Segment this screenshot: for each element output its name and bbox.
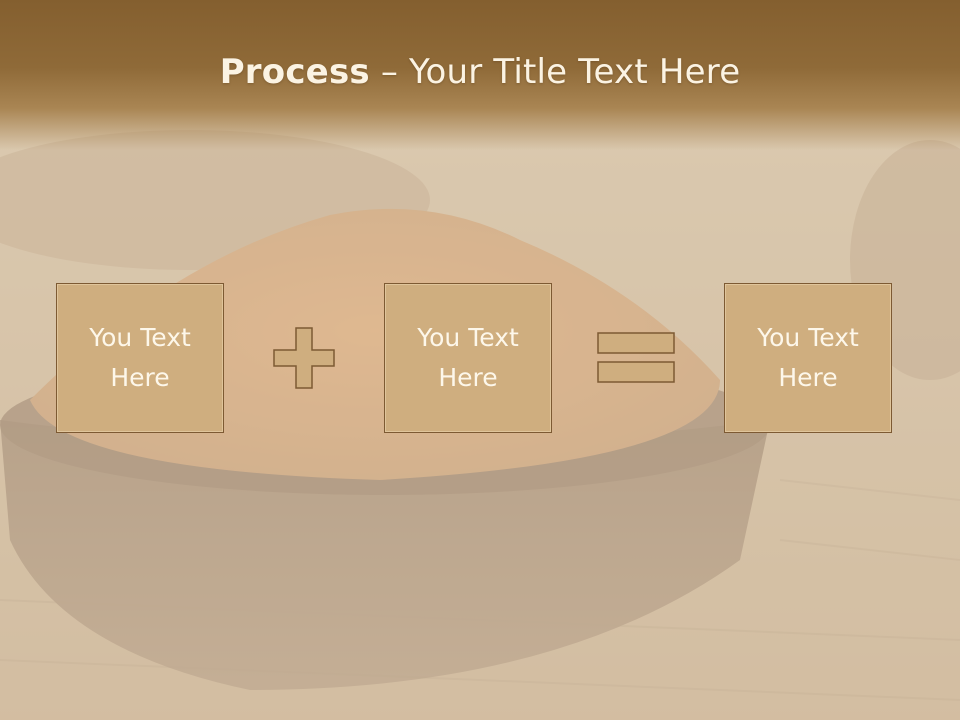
title-rest: – Your Title Text Here — [369, 52, 741, 92]
process-box-label: You Text Here — [417, 323, 519, 392]
process-box-label: You Text Here — [89, 323, 191, 392]
title-bold: Process — [219, 52, 370, 92]
slide-title: Process – Your Title Text Here — [0, 52, 960, 92]
process-box-3[interactable]: You Text Here — [724, 283, 892, 433]
process-box-label: You Text Here — [757, 323, 859, 392]
plus-icon — [273, 327, 335, 389]
process-box-2[interactable]: You Text Here — [384, 283, 552, 433]
header-band — [0, 0, 960, 150]
equals-icon — [597, 332, 677, 384]
process-box-1[interactable]: You Text Here — [56, 283, 224, 433]
